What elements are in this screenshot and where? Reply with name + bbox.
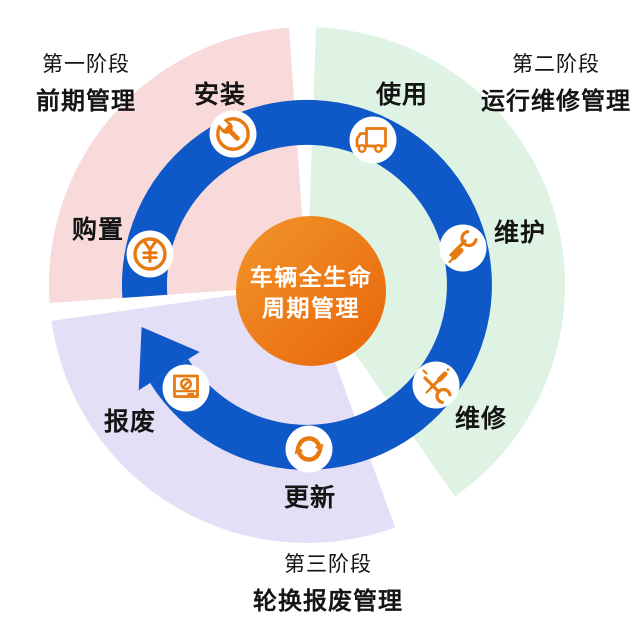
phase-1-stage: 第一阶段: [42, 53, 130, 76]
center-title: 车辆全生命 周期管理: [250, 262, 373, 324]
step-label-install: 安装: [193, 81, 247, 109]
refresh-icon: [285, 425, 333, 473]
phase-3-name: 轮换报废管理: [253, 588, 403, 615]
step-label-renew: 更新: [283, 484, 337, 512]
step-label-repair: 维修: [454, 405, 508, 433]
phase-1-title: 第一阶段 前期管理: [36, 48, 136, 116]
center-title-line1: 车辆全生命: [249, 264, 373, 290]
phase-2-title: 第二阶段 运行维修管理: [481, 48, 631, 116]
maintenance-tools-icon: [439, 224, 487, 272]
center-title-line2: 周期管理: [262, 295, 360, 321]
step-label-maintain: 维护: [493, 219, 547, 247]
wrench-circle-icon: [209, 110, 257, 158]
center-circle: [236, 216, 386, 366]
scrap-device-icon: [162, 364, 210, 412]
phase-1-name: 前期管理: [36, 88, 136, 115]
cycle-arrowhead: [138, 327, 200, 391]
step-label-use: 使用: [375, 81, 429, 109]
repair-tools-icon: [412, 361, 460, 409]
phase-3-title: 第三阶段 轮换报废管理: [253, 548, 403, 616]
phase-2-name: 运行维修管理: [481, 88, 631, 115]
yuan-coin-icon: [126, 230, 174, 278]
step-label-scrap: 报废: [103, 408, 157, 436]
phase-2-stage: 第二阶段: [512, 53, 600, 76]
step-label-purchase: 购置: [71, 216, 125, 244]
phase-3-stage: 第三阶段: [284, 553, 372, 576]
truck-icon: [349, 116, 397, 164]
